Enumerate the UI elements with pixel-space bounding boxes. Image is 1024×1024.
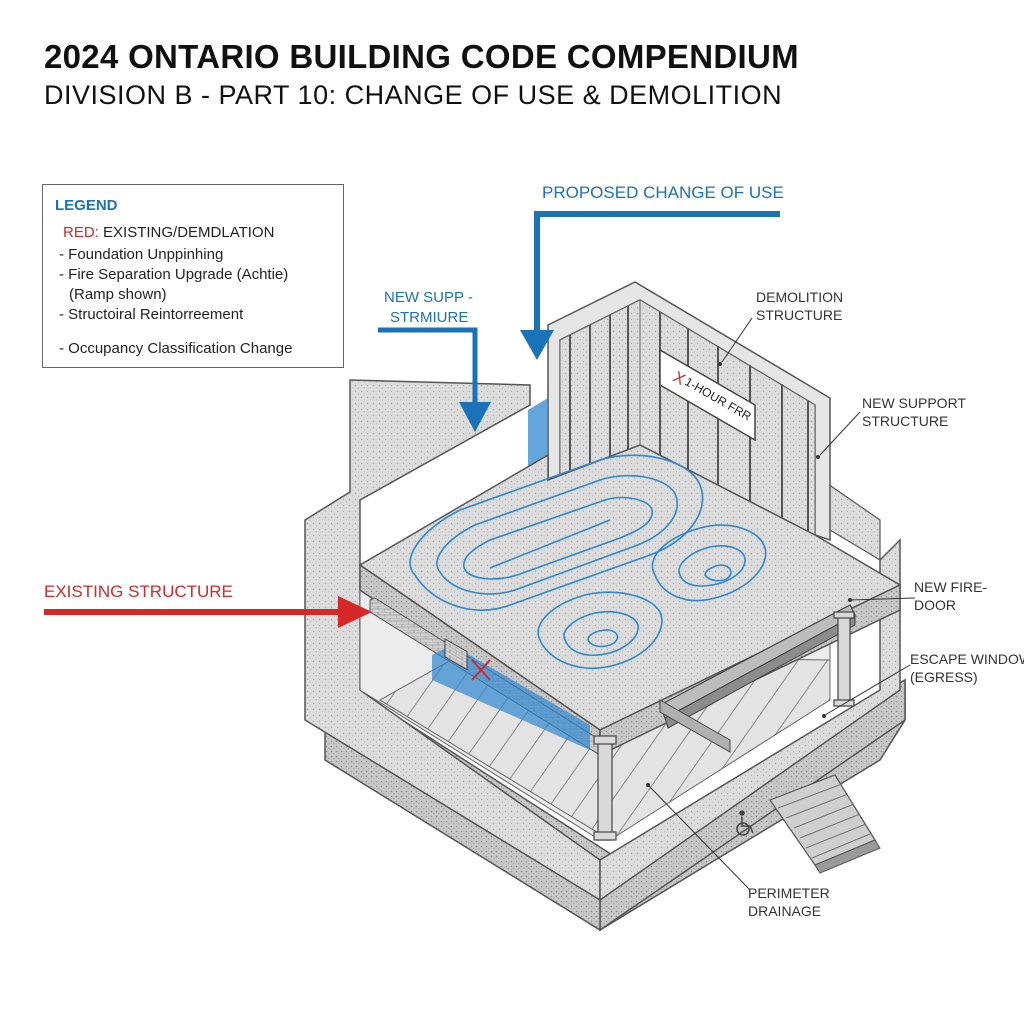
legend-title: LEGEND [55, 197, 118, 214]
existing-arrow [44, 596, 372, 628]
legend-box: LEGEND RED: EXISTING/DEMDLATION - Founda… [42, 184, 344, 368]
label-new-supp-2: STRMIURE [390, 309, 469, 326]
label-escape-window-1: ESCAPE WINDOW [910, 651, 1024, 667]
page-subtitle: DIVISION B - PART 10: CHANGE OF USE & DE… [44, 80, 783, 110]
label-perimeter-2: DRAINAGE [748, 903, 822, 919]
wheelchair-icon [736, 810, 754, 836]
legend-item: - Structoiral Reintorreement [59, 306, 244, 323]
legend-item: - Occupancy Classification Change [59, 340, 293, 357]
steel-beam [659, 604, 856, 753]
label-escape-window-2: (EGRESS) [910, 669, 978, 685]
legend-item: - Fire Separation Upgrade (Achtie) [59, 266, 289, 283]
access-ramp [769, 774, 881, 874]
page-title: 2024 ONTARIO BUILDING CODE COMPENDIUM [44, 38, 799, 75]
label-demolition-1: DEMOLITION [756, 289, 844, 305]
proposed-arrow [520, 211, 780, 360]
label-new-support-2: STRUCTURE [862, 413, 949, 429]
legend-red-entry: RED: EXISTING/DEMDLATION [63, 224, 343, 241]
label-new-support-1: NEW SUPPORT [862, 395, 966, 411]
label-new-supp-1: NEW SUPP - [384, 289, 473, 306]
new-supp-arrow [378, 327, 491, 432]
legend-item: - Foundation Unppinhing [59, 246, 224, 263]
legend-red-key: RED: [63, 224, 99, 241]
leader-lines [647, 317, 916, 891]
label-demolition-2: STRUCTURE [756, 307, 843, 323]
legend-red-value: EXISTING/DEMDLATION [98, 224, 275, 241]
columns [593, 611, 855, 841]
radiant-heating-loops [409, 454, 767, 669]
label-proposed-change: PROPOSED CHANGE OF USE [542, 183, 784, 202]
existing-beam [369, 597, 601, 756]
legend-item: (Ramp shown) [69, 286, 167, 303]
label-perimeter-1: PERIMETER [748, 885, 830, 901]
label-fire-door-1: NEW FIRE- [914, 579, 988, 595]
label-existing-structure: EXISTING STRUCTURE [44, 582, 233, 601]
label-fire-door-2: DOOR [914, 597, 956, 613]
